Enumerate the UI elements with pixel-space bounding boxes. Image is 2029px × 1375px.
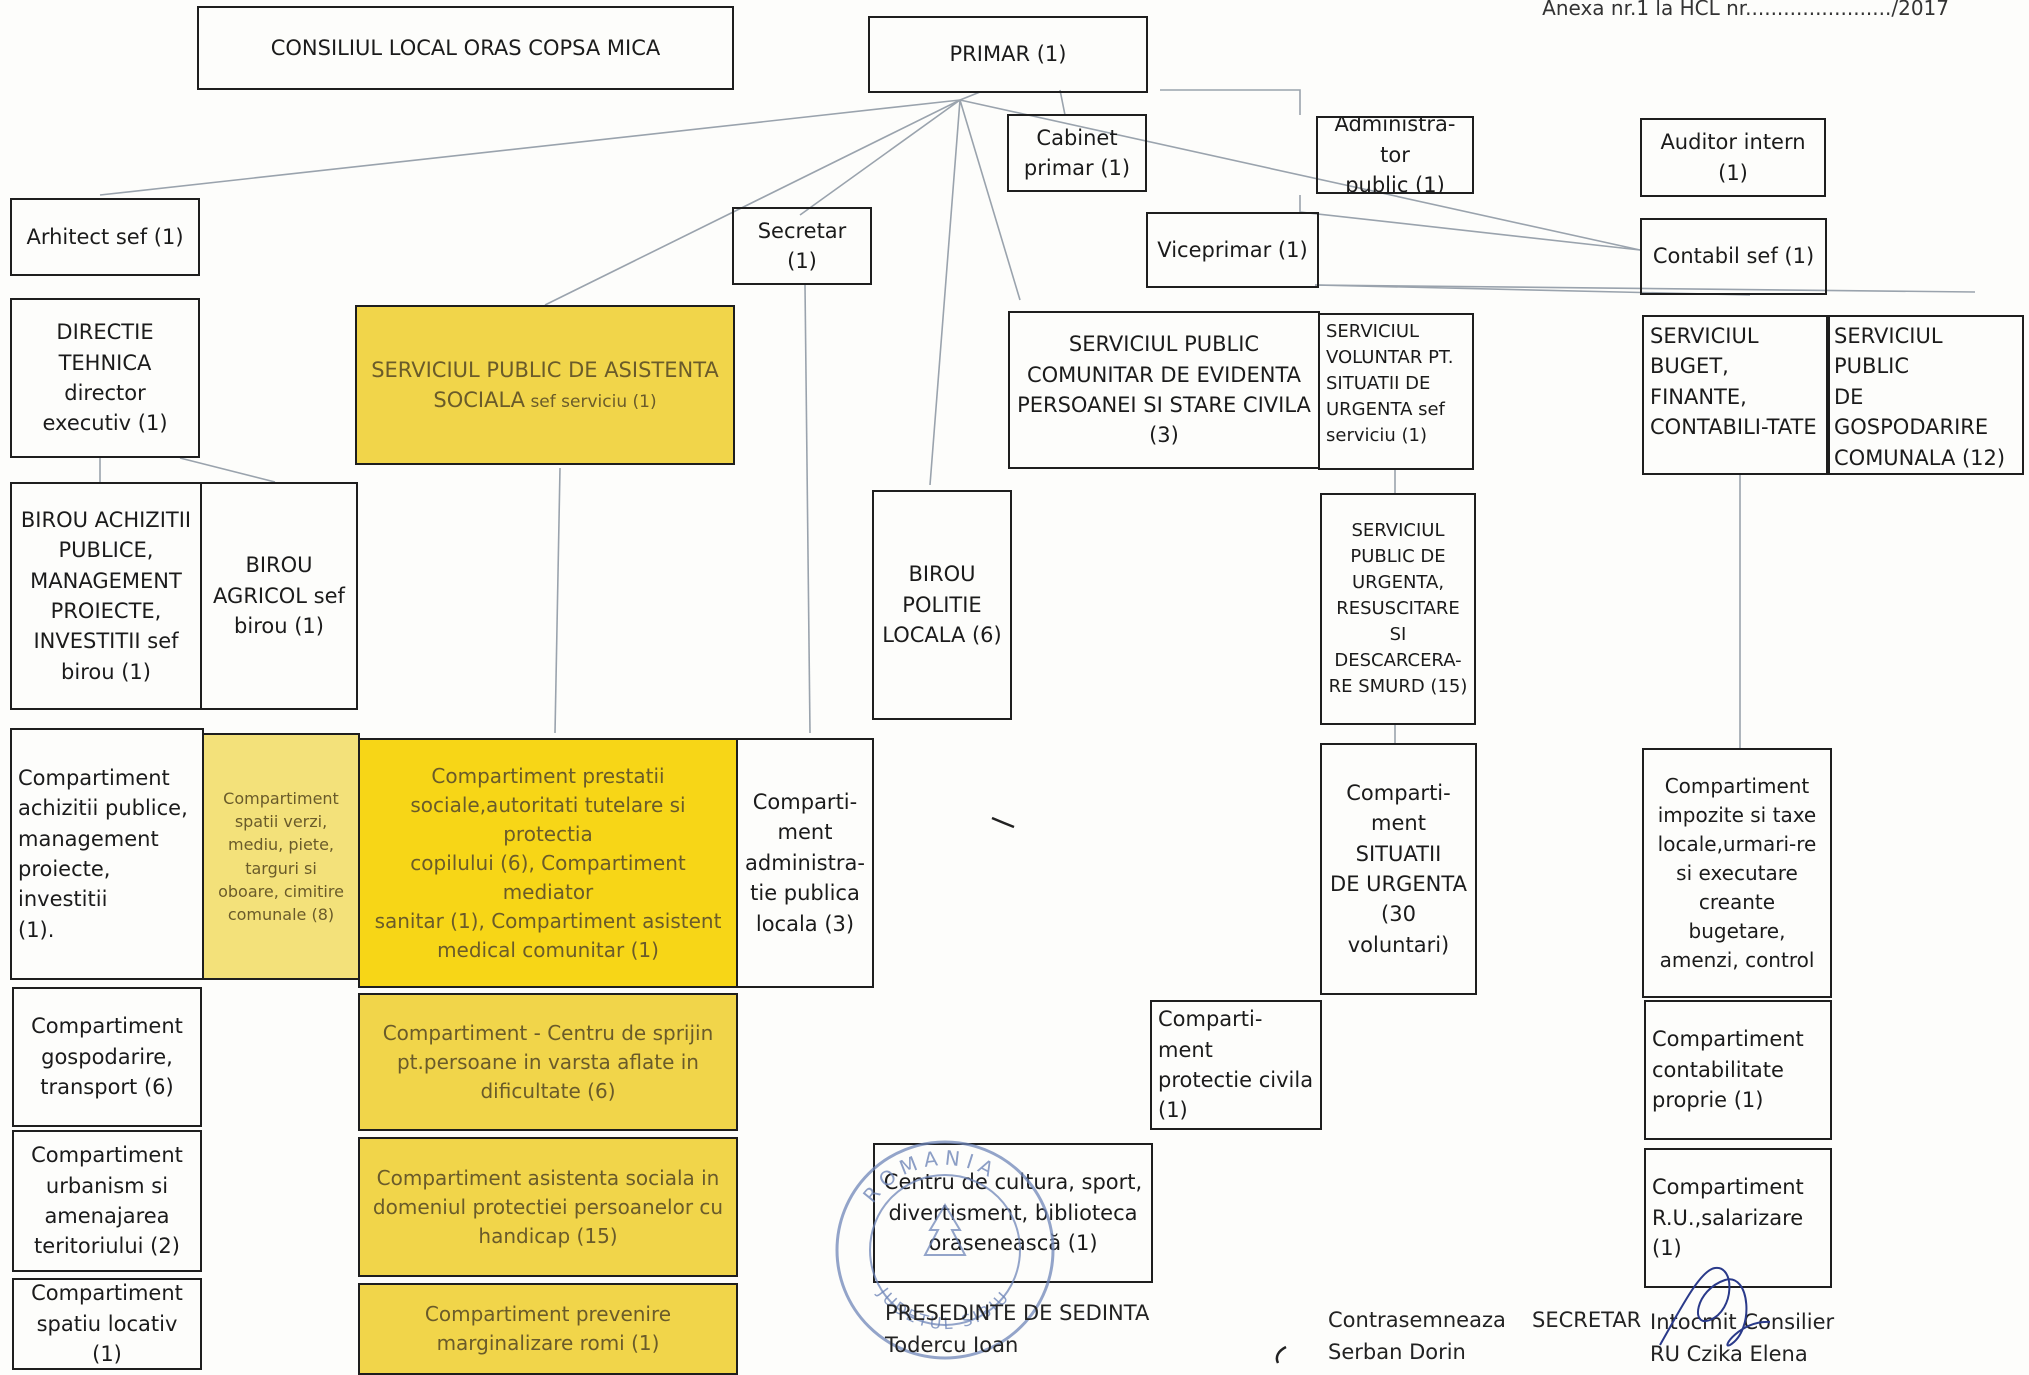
compartiment-spatiu-locativ-box: Compartiment spatiu locativ (1) — [12, 1278, 202, 1370]
compartiment-spatii-verzi-text: Compartiment spatii verzi, mediu, piete,… — [218, 788, 344, 924]
contrasemneaza-signature: Contrasemneaza Serban Dorin — [1328, 1308, 1506, 1364]
line-hub-secretar — [799, 99, 961, 216]
line-hub-directie — [544, 99, 961, 306]
line-secretar-down — [804, 284, 811, 734]
consiliu-local-box: CONSILIUL LOCAL ORAS COPSA MICA — [197, 6, 734, 90]
compartiment-prestatii-sociale-box: Compartiment prestatii sociale,autoritat… — [358, 738, 738, 988]
line-vice-right — [1314, 284, 1976, 293]
birou-agricol-box: BIROU AGRICOL sef birou (1) — [200, 482, 358, 710]
primar-box: PRIMAR (1) — [868, 16, 1148, 93]
birou-achizitii-box: BIROU ACHIZITII PUBLICE, MANAGEMENT PROI… — [10, 482, 202, 710]
line-directie-agricol — [179, 457, 276, 483]
line-hub-contabil — [959, 99, 1641, 251]
compartiment-ru-salarizare-box: Compartiment R.U.,salarizare (1) — [1644, 1148, 1832, 1288]
presedinte-sedinta-signature: PRESEDINTE DE SEDINTA Todercu Ioan — [885, 1301, 1150, 1357]
line-hub-politie — [929, 99, 961, 486]
line-hub-to-viceprimar — [959, 99, 1021, 301]
serviciul-evidenta-persoanei-box: SERVICIUL PUBLIC COMUNITAR DE EVIDENTA P… — [1008, 311, 1320, 469]
official-stamp: ROMANIA JUDETUL SIBIU — [835, 1140, 1055, 1360]
line-admin-down — [1299, 195, 1641, 251]
line-hub-right — [1160, 89, 1301, 115]
serviciul-asistenta-sociala-box: SERVICIUL PUBLIC DE ASISTENTA SOCIALA se… — [355, 305, 735, 465]
compartiment-urbanism-box: Compartiment urbanism si amenajarea teri… — [12, 1130, 202, 1272]
handwritten-signature — [1659, 1266, 1771, 1347]
compartiment-protectie-civila-box: Comparti-ment protectie civila (1) — [1150, 1000, 1322, 1130]
serviciul-asistenta-sociala-title: SERVICIUL PUBLIC DE ASISTENTA SOCIALA — [371, 357, 719, 412]
cabinet-primar-box: Cabinet primar (1) — [1007, 114, 1147, 192]
compartiment-gospodarire-transport-box: Compartiment gospodarire, transport (6) — [12, 987, 202, 1127]
compartiment-prestatii-sociale-text: Compartiment prestatii sociale,autoritat… — [374, 763, 722, 962]
birou-politie-locala-box: BIROU POLITIE LOCALA (6) — [872, 490, 1012, 720]
compartiment-spatii-verzi-box: Compartiment spatii verzi, mediu, piete,… — [202, 733, 360, 980]
serviciul-buget-finante-box: SERVICIUL BUGET, FINANTE, CONTABILI-TATE — [1642, 315, 1830, 475]
line-primar-hub — [959, 91, 981, 101]
contabil-sef-box: Contabil sef (1) — [1640, 218, 1827, 295]
compartiment-administratie-publica-box: Comparti- ment administra- tie publica l… — [736, 738, 874, 988]
auditor-intern-box: Auditor intern (1) — [1640, 118, 1826, 197]
compartiment-prevenire-romi-box: Compartiment prevenire marginalizare rom… — [358, 1283, 738, 1375]
line-primar-cabinet — [1059, 89, 1066, 116]
serviciul-gospodarire-comunala-box: SERVICIUL PUBLIC DE GOSPODARIRE COMUNALA… — [1826, 315, 2024, 475]
compartiment-handicap-box: Compartiment asistenta sociala in domeni… — [358, 1137, 738, 1277]
compartiment-situatii-urgenta-box: Comparti- ment SITUATII DE URGENTA (30 v… — [1320, 743, 1477, 995]
administrator-public-box: Administra-tor public (1) — [1316, 116, 1474, 194]
arhitect-sef-box: Arhitect sef (1) — [10, 198, 200, 276]
compartiment-centru-sprijin-box: Compartiment - Centru de sprijin pt.pers… — [358, 993, 738, 1131]
serviciul-smurd-box: SERVICIUL PUBLIC DE URGENTA, RESUSCITARE… — [1320, 493, 1476, 725]
directie-tehnica-box: DIRECTIE TEHNICA director executiv (1) — [10, 298, 200, 458]
line-hub-arhitect — [99, 99, 961, 196]
viceprimar-box: Viceprimar (1) — [1146, 212, 1319, 288]
serviciul-asistenta-sociala-sub: sef serviciu (1) — [525, 392, 657, 412]
compartiment-achizitii-box: Compartiment achizitii publice, manageme… — [10, 728, 204, 980]
compartiment-impozite-taxe-box: Compartiment impozite si taxe locale,urm… — [1642, 748, 1832, 998]
secretar-box: Secretar (1) — [732, 207, 872, 285]
serviciul-voluntar-urgenta-box: SERVICIUL VOLUNTAR PT. SITUATII DE URGEN… — [1318, 313, 1474, 470]
scan-mark — [991, 816, 1015, 829]
scan-mark-bottom — [1275, 1345, 1287, 1364]
compartiment-handicap-text: Compartiment asistenta sociala in domeni… — [372, 1165, 724, 1248]
compartiment-centru-sprijin-text: Compartiment - Centru de sprijin pt.pers… — [382, 1020, 714, 1103]
compartiment-contabilitate-box: Compartiment contabilitate proprie (1) — [1644, 1000, 1832, 1140]
line-spas-down — [554, 467, 561, 734]
annex-reference: Anexa nr.1 la HCL nr....................… — [1542, 0, 1949, 20]
compartiment-prevenire-romi-text: Compartiment prevenire marginalizare rom… — [424, 1302, 672, 1355]
secretar-signature-label: SECRETAR — [1532, 1308, 1642, 1332]
